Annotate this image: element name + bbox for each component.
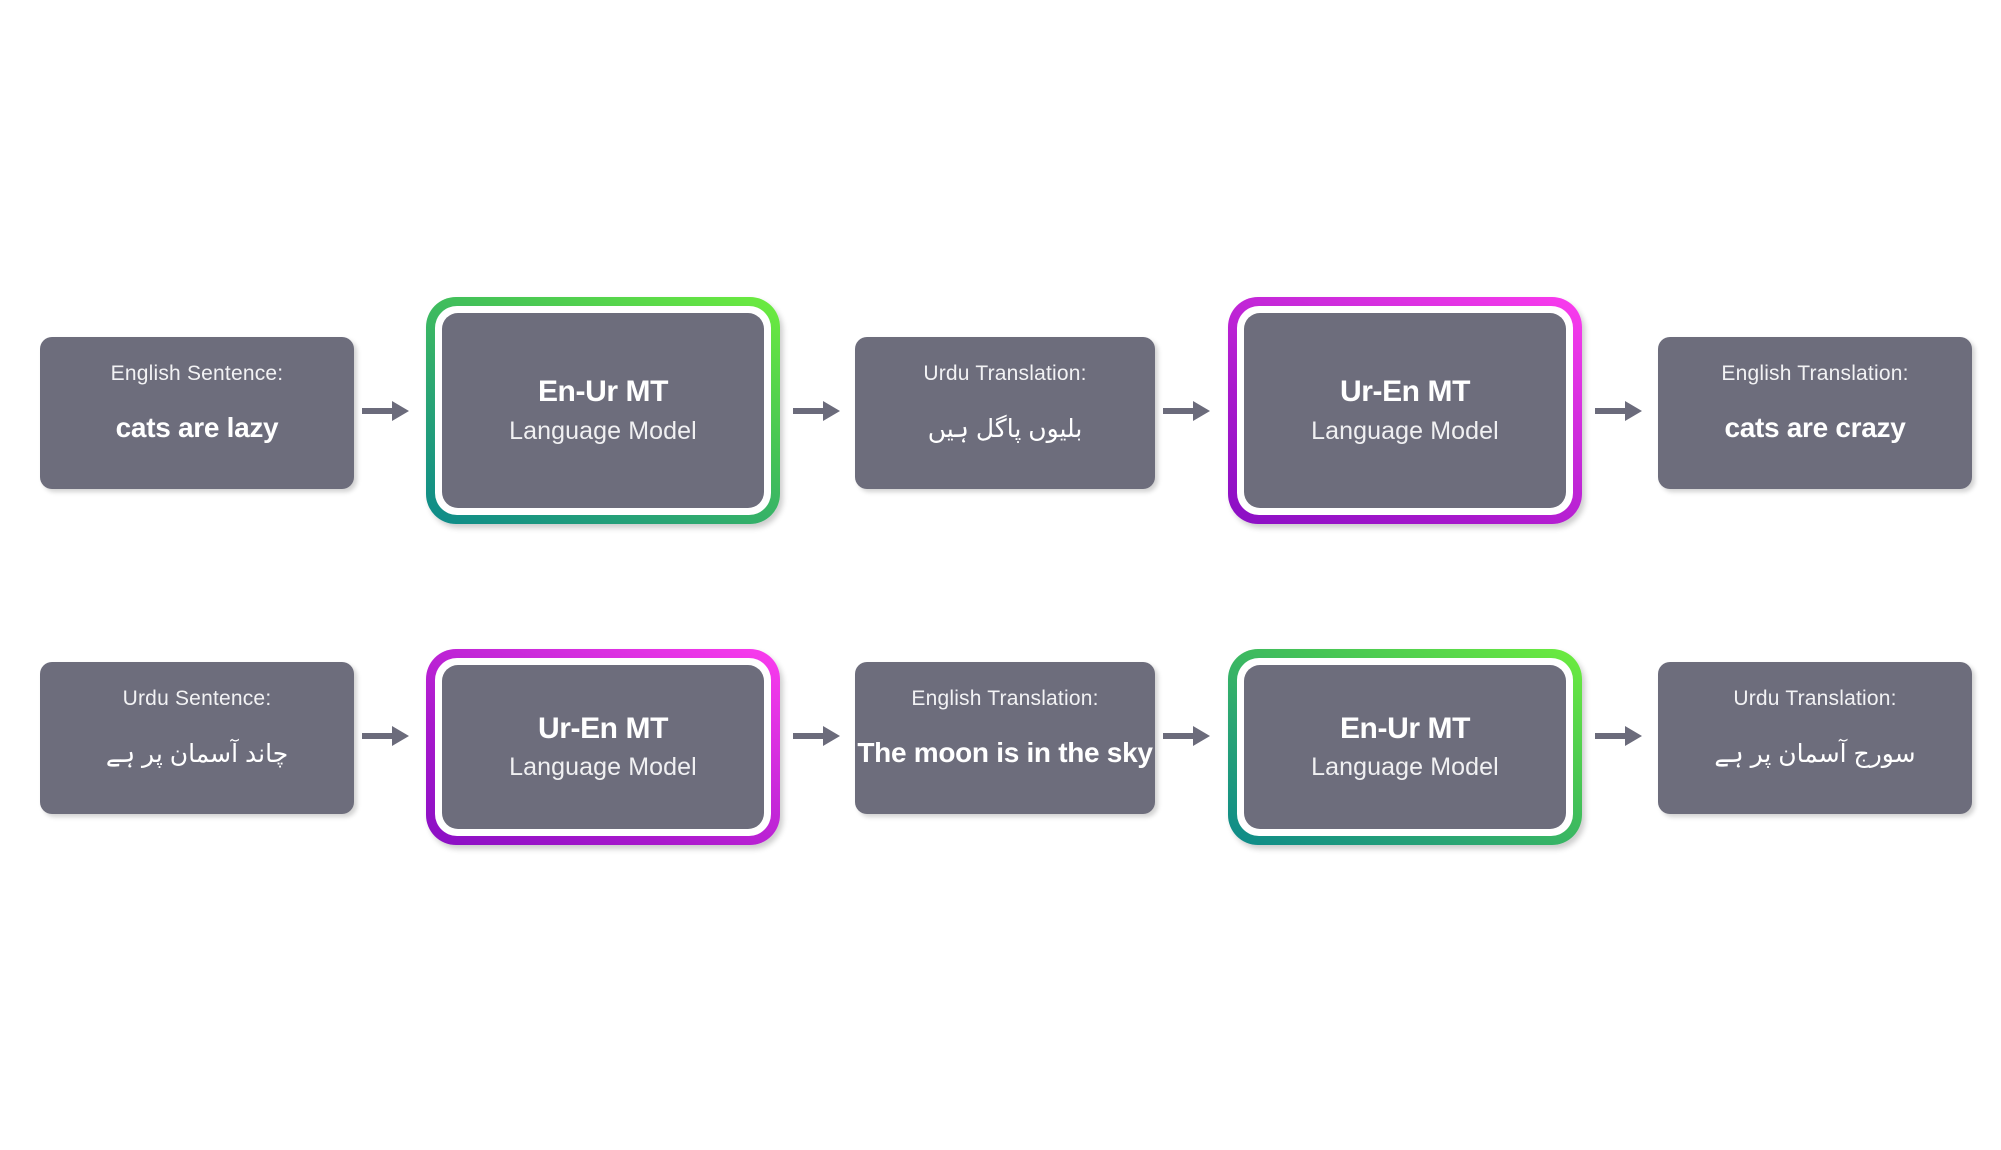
en-ur-mt-subtitle: Language Model <box>509 416 697 445</box>
ur-en-mt-model-box[interactable]: Ur-En MT Language Model <box>1228 297 1582 524</box>
ur-en-mt-title: Ur-En MT <box>537 711 669 745</box>
en-ur-mt-model-box[interactable]: En-Ur MT Language Model <box>1228 649 1582 845</box>
english-translation-box: English Translation: The moon is in the … <box>855 662 1155 814</box>
model-white-ring: Ur-En MT Language Model <box>435 658 771 836</box>
urdu-translation-value: بلیوں پاگل ہیں <box>927 415 1083 444</box>
en-ur-mt-title: En-Ur MT <box>1339 711 1471 745</box>
arrow-right-icon <box>793 398 841 424</box>
ur-en-mt-model-box[interactable]: Ur-En MT Language Model <box>426 649 780 845</box>
model-white-ring: En-Ur MT Language Model <box>435 306 771 515</box>
urdu-sentence-box: Urdu Sentence: چاند آسمان پر ہے <box>40 662 354 814</box>
en-ur-mt-model-box[interactable]: En-Ur MT Language Model <box>426 297 780 524</box>
model-inner: En-Ur MT Language Model <box>1244 665 1566 829</box>
english-translation-value: The moon is in the sky <box>857 737 1153 769</box>
model-white-ring: En-Ur MT Language Model <box>1237 658 1573 836</box>
english-sentence-caption: English Sentence: <box>110 362 284 385</box>
arrow-right-icon <box>362 723 410 749</box>
urdu-sentence-caption: Urdu Sentence: <box>122 687 272 710</box>
model-inner: Ur-En MT Language Model <box>442 665 764 829</box>
english-translation-caption: English Translation: <box>911 687 1099 710</box>
model-inner: En-Ur MT Language Model <box>442 313 764 508</box>
arrow-right-icon <box>1595 398 1643 424</box>
arrow-right-icon <box>1163 723 1211 749</box>
en-ur-mt-subtitle: Language Model <box>1311 753 1499 782</box>
english-translation-value: cats are crazy <box>1724 412 1906 444</box>
english-translation-box: English Translation: cats are crazy <box>1658 337 1972 489</box>
arrow-right-icon <box>1595 723 1643 749</box>
english-sentence-box: English Sentence: cats are lazy <box>40 337 354 489</box>
arrow-right-icon <box>362 398 410 424</box>
arrow-right-icon <box>1163 398 1211 424</box>
urdu-translation-box: Urdu Translation: بلیوں پاگل ہیں <box>855 337 1155 489</box>
ur-en-mt-subtitle: Language Model <box>1311 416 1499 445</box>
urdu-translation-value: سورج آسمان پر ہے <box>1714 740 1916 769</box>
urdu-translation-caption: Urdu Translation: <box>923 362 1087 385</box>
arrow-right-icon <box>793 723 841 749</box>
model-inner: Ur-En MT Language Model <box>1244 313 1566 508</box>
en-ur-mt-title: En-Ur MT <box>537 375 669 409</box>
english-translation-caption: English Translation: <box>1721 362 1909 385</box>
ur-en-mt-subtitle: Language Model <box>509 753 697 782</box>
model-white-ring: Ur-En MT Language Model <box>1237 306 1573 515</box>
urdu-translation-box: Urdu Translation: سورج آسمان پر ہے <box>1658 662 1972 814</box>
urdu-sentence-value: چاند آسمان پر ہے <box>105 740 289 769</box>
urdu-translation-caption: Urdu Translation: <box>1733 687 1897 710</box>
ur-en-mt-title: Ur-En MT <box>1339 375 1471 409</box>
english-sentence-value: cats are lazy <box>115 412 279 444</box>
